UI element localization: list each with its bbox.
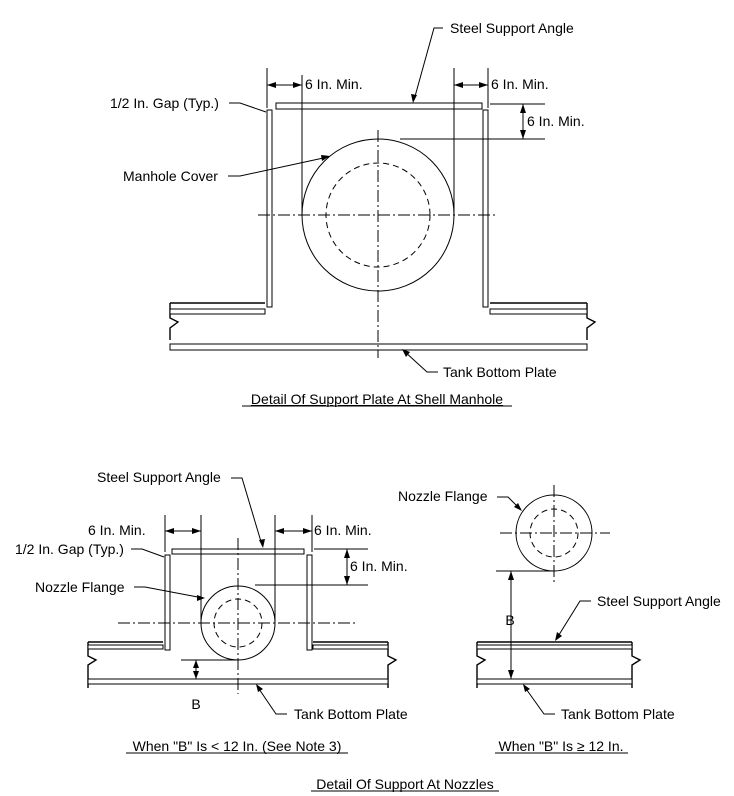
leader-gap bbox=[229, 102, 267, 113]
arrow-head bbox=[344, 549, 350, 558]
leader-gap bbox=[131, 548, 165, 558]
arrow-head bbox=[259, 539, 265, 548]
arrow-head bbox=[165, 528, 174, 534]
label-min-vertical: 6 In. Min. bbox=[350, 558, 408, 574]
arrow-head bbox=[293, 82, 302, 88]
label-tank-bottom-plate: Tank Bottom Plate bbox=[294, 706, 408, 722]
label-tank-bottom-plate: Tank Bottom Plate bbox=[443, 364, 557, 380]
label-b: B bbox=[191, 696, 200, 712]
arrow-head bbox=[508, 670, 514, 679]
caption-large-b: When "B" Is ≥ 12 In. bbox=[498, 738, 623, 754]
steel-support-angle bbox=[476, 644, 633, 650]
label-steel-support-angle: Steel Support Angle bbox=[97, 469, 221, 485]
arrow-head bbox=[267, 82, 276, 88]
right-break-mark bbox=[586, 303, 597, 340]
label-nozzle-flange: Nozzle Flange bbox=[35, 579, 125, 595]
nozzle-support-detail-small-b: Steel Support Angle 6 In. Min. 6 In. Min… bbox=[15, 469, 408, 754]
arrow-head bbox=[321, 155, 330, 161]
leader-steel-support-angle bbox=[556, 600, 591, 639]
label-steel-support-angle: Steel Support Angle bbox=[597, 593, 721, 609]
label-min-right: 6 In. Min. bbox=[491, 76, 549, 92]
left-break-mark bbox=[476, 642, 487, 688]
label-nozzle-flange: Nozzle Flange bbox=[398, 488, 488, 504]
caption-manhole: Detail Of Support Plate At Shell Manhole bbox=[251, 391, 503, 407]
label-min-right: 6 In. Min. bbox=[314, 522, 372, 538]
arrow-head bbox=[523, 684, 530, 692]
tank-bottom-plate bbox=[476, 678, 633, 685]
label-manhole-cover: Manhole Cover bbox=[123, 168, 218, 184]
arrow-head bbox=[508, 571, 514, 580]
arrow-head bbox=[275, 528, 284, 534]
arrow-head bbox=[193, 660, 199, 668]
main-caption: Detail Of Support At Nozzles bbox=[316, 776, 493, 792]
nozzle-support-detail-large-b: Nozzle Flange Steel Support Angle B Tank… bbox=[398, 485, 721, 754]
label-tank-bottom-plate: Tank Bottom Plate bbox=[561, 706, 675, 722]
support-leg-right bbox=[482, 109, 489, 308]
support-leg-left bbox=[266, 109, 273, 308]
leader-tank-bottom bbox=[523, 685, 555, 715]
label-min-vertical: 6 In. Min. bbox=[527, 113, 585, 129]
label-gap: 1/2 In. Gap (Typ.) bbox=[15, 541, 124, 557]
label-b: B bbox=[505, 612, 514, 628]
leader-tank-bottom bbox=[403, 350, 438, 373]
label-min-left: 6 In. Min. bbox=[305, 76, 363, 92]
arrow-head bbox=[193, 671, 199, 679]
arrow-head bbox=[411, 94, 417, 103]
manhole-support-detail: Steel Support Angle 6 In. Min. 6 In. Min… bbox=[110, 20, 597, 407]
arrow-head bbox=[520, 130, 526, 139]
shell-plate-left bbox=[87, 644, 164, 650]
arrow-head bbox=[479, 82, 488, 88]
right-break-mark bbox=[387, 642, 398, 688]
support-leg-left bbox=[164, 554, 171, 651]
right-break-mark bbox=[631, 642, 642, 688]
shell-plate-right bbox=[312, 644, 389, 650]
label-gap: 1/2 In. Gap (Typ.) bbox=[110, 95, 219, 111]
arrow-head bbox=[197, 595, 205, 601]
label-steel-support-angle: Steel Support Angle bbox=[450, 20, 574, 36]
arrow-head bbox=[555, 632, 562, 641]
shell-plate-right bbox=[489, 308, 588, 315]
arrow-head bbox=[344, 576, 350, 585]
leader-manhole-cover bbox=[228, 156, 329, 177]
arrow-head bbox=[402, 349, 410, 357]
leader-tank-bottom bbox=[256, 685, 287, 715]
arrow-head bbox=[192, 528, 201, 534]
arrow-head bbox=[256, 684, 263, 692]
leader-nozzle-flange bbox=[134, 586, 204, 599]
steel-support-angle bbox=[275, 102, 483, 110]
arrow-head bbox=[514, 503, 522, 511]
left-break-mark bbox=[87, 642, 98, 688]
caption-small-b: When "B" Is < 12 In. (See Note 3) bbox=[133, 738, 342, 754]
leader-steel-support-angle bbox=[231, 477, 263, 546]
arrow-head bbox=[454, 82, 463, 88]
shell-plate-left bbox=[169, 308, 266, 315]
arrow-head bbox=[303, 528, 312, 534]
label-min-left: 6 In. Min. bbox=[88, 522, 146, 538]
arrow-head bbox=[520, 104, 526, 113]
support-leg-right bbox=[306, 554, 313, 651]
leader-steel-support-angle bbox=[413, 27, 443, 101]
